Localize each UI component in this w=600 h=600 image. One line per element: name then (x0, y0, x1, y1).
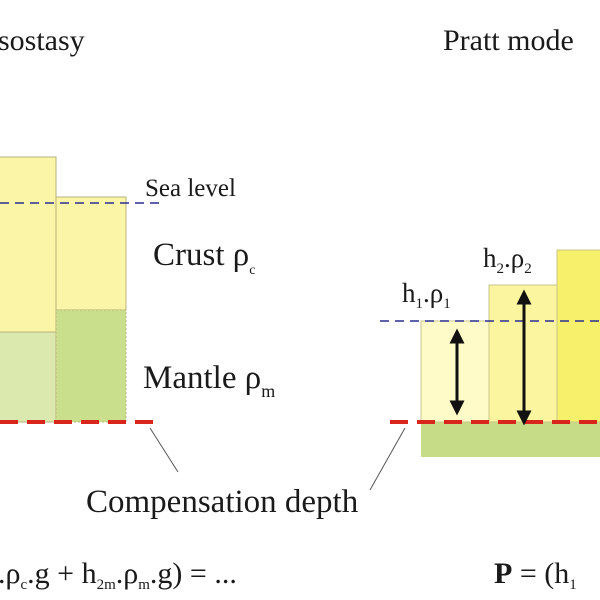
pratt-mantle-base (421, 422, 600, 457)
h2-rho2-label: h2.ρ2 (483, 243, 532, 277)
crust-label: Crust ρc (153, 237, 255, 278)
sea-level-label: Sea level (145, 175, 236, 202)
airy-short-block-crust (55, 196, 127, 311)
airy-title: sostasy (0, 24, 85, 57)
formula-left: .ρc.g + h2m.ρm.g) = ... (0, 557, 237, 593)
airy-tall-block-root (0, 331, 57, 423)
pratt-block-1 (420, 320, 490, 423)
formula-right: P = (h1 (494, 557, 577, 593)
pointer-line-left (149, 427, 179, 473)
airy-tall-block-crust (0, 156, 57, 333)
airy-short-block-root (55, 309, 127, 423)
h1-rho1-label: h1.ρ1 (402, 278, 451, 312)
compensation-depth-label: Compensation depth (86, 484, 359, 520)
mantle-label: Mantle ρm (143, 360, 275, 401)
pratt-block-3 (556, 249, 600, 423)
pointer-line-right (369, 427, 406, 491)
pratt-title: Pratt mode (443, 24, 574, 57)
